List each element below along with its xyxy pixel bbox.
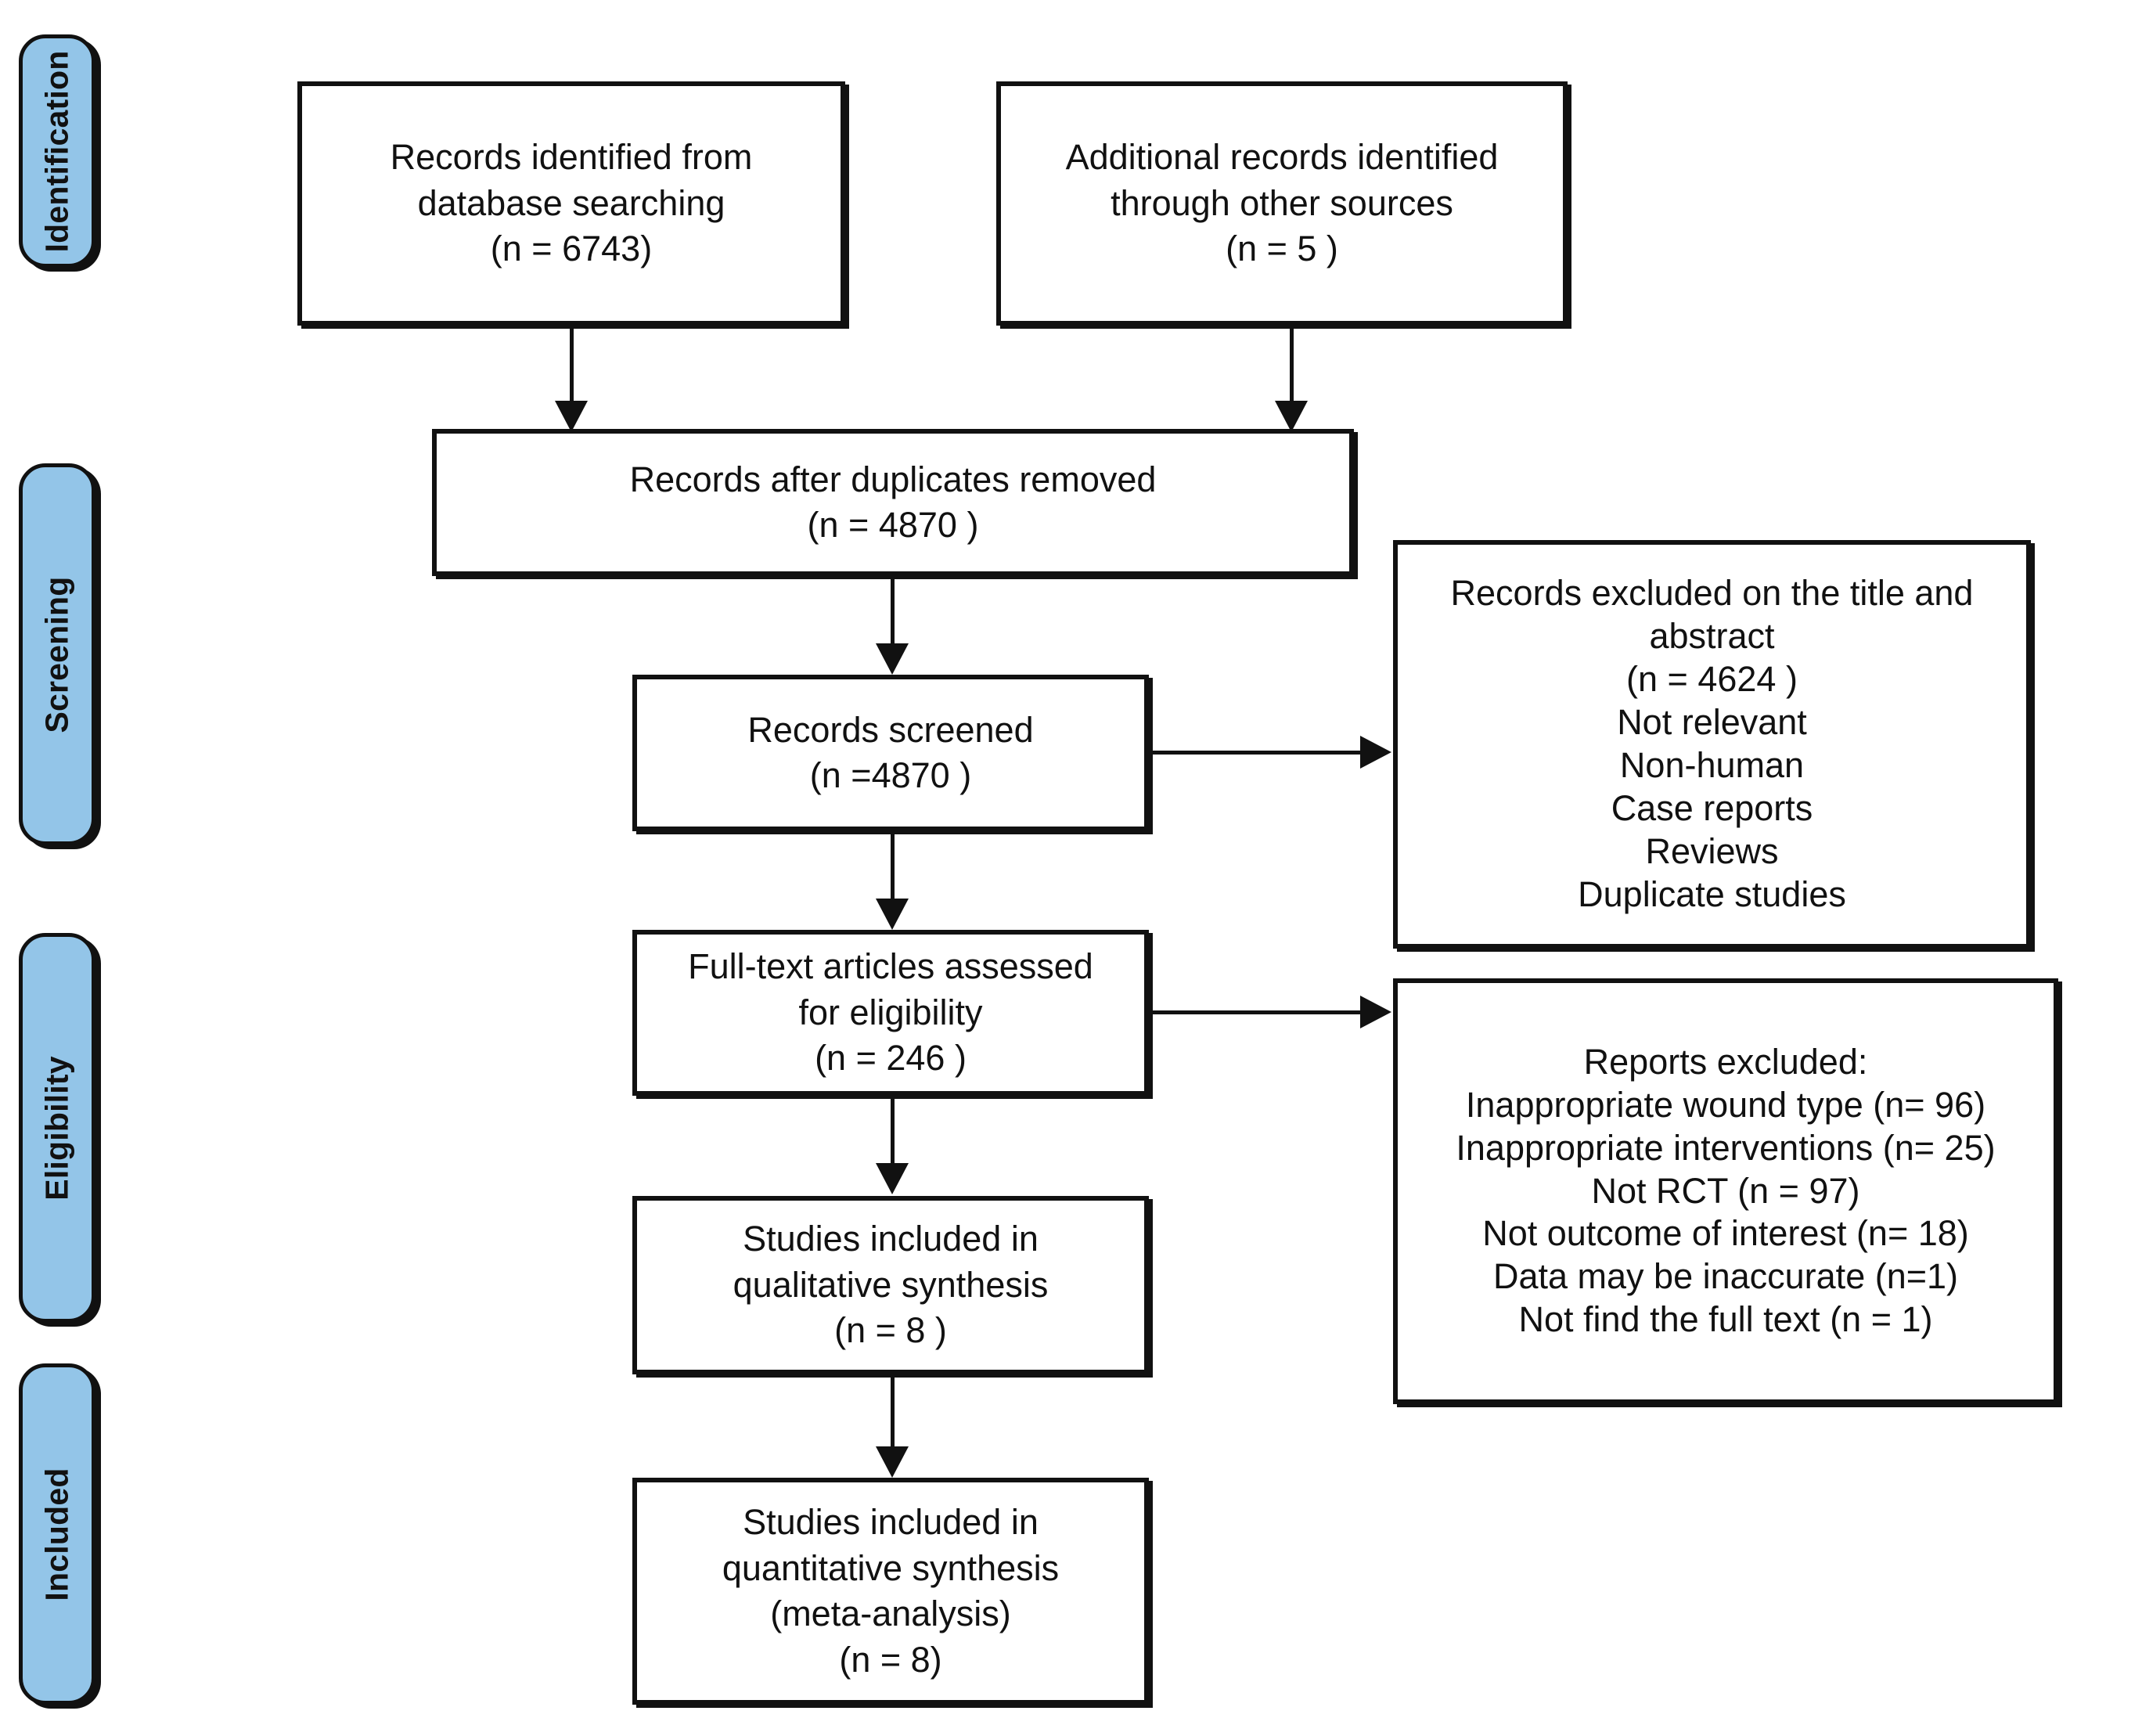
node-other-records: Additional records identified through ot… bbox=[996, 81, 1568, 326]
node-after-duplicates-text: Records after duplicates removed (n = 48… bbox=[629, 459, 1157, 546]
arrowhead-database-to-duplicates bbox=[555, 401, 588, 432]
node-other-records-text: Additional records identified through ot… bbox=[1065, 137, 1499, 269]
node-fulltext-assessed: Full-text articles assessed for eligibil… bbox=[632, 930, 1149, 1096]
stage-tab-screening: Screening bbox=[19, 463, 95, 845]
node-database-records-text: Records identified from database searchi… bbox=[390, 137, 753, 269]
connector-database-to-duplicates bbox=[570, 326, 574, 412]
arrowhead-screened-to-excluded bbox=[1360, 736, 1391, 769]
stage-tab-identification-label: Identification bbox=[38, 50, 75, 252]
node-reports-excluded-text: Reports excluded: Inappropriate wound ty… bbox=[1456, 1041, 1996, 1340]
connector-screened-to-excluded bbox=[1149, 751, 1362, 755]
connector-other-to-duplicates bbox=[1290, 326, 1294, 412]
arrowhead-qualitative-to-quantitative bbox=[876, 1446, 909, 1478]
node-fulltext-assessed-text: Full-text articles assessed for eligibil… bbox=[688, 946, 1093, 1079]
arrowhead-other-to-duplicates bbox=[1275, 401, 1308, 432]
stage-tab-eligibility: Eligibility bbox=[19, 933, 95, 1323]
node-records-excluded: Records excluded on the title and abstra… bbox=[1393, 540, 2031, 949]
connector-screened-to-fulltext bbox=[891, 831, 895, 919]
arrowhead-fulltext-to-reports-excluded bbox=[1360, 996, 1391, 1028]
stage-tab-identification: Identification bbox=[19, 34, 95, 268]
node-after-duplicates: Records after duplicates removed (n = 48… bbox=[432, 429, 1354, 576]
stage-tab-eligibility-label: Eligibility bbox=[38, 1055, 75, 1201]
node-quantitative-synthesis-text: Studies included in quantitative synthes… bbox=[722, 1502, 1060, 1680]
stage-tab-included: Included bbox=[19, 1363, 95, 1705]
stage-tab-screening-label: Screening bbox=[38, 575, 75, 733]
node-qualitative-synthesis-text: Studies included in qualitative synthesi… bbox=[733, 1219, 1049, 1351]
node-records-screened-text: Records screened (n =4870 ) bbox=[747, 709, 1034, 796]
node-records-excluded-text: Records excluded on the title and abstra… bbox=[1450, 573, 1974, 914]
connector-duplicates-to-screened bbox=[891, 576, 895, 664]
connector-qualitative-to-quantitative bbox=[891, 1374, 895, 1468]
node-qualitative-synthesis: Studies included in qualitative synthesi… bbox=[632, 1196, 1149, 1374]
node-database-records: Records identified from database searchi… bbox=[297, 81, 845, 326]
arrowhead-fulltext-to-qualitative bbox=[876, 1163, 909, 1194]
node-records-screened: Records screened (n =4870 ) bbox=[632, 675, 1149, 831]
node-quantitative-synthesis: Studies included in quantitative synthes… bbox=[632, 1478, 1149, 1705]
connector-fulltext-to-reports-excluded bbox=[1149, 1010, 1362, 1014]
stage-tab-included-label: Included bbox=[38, 1467, 75, 1601]
node-reports-excluded: Reports excluded: Inappropriate wound ty… bbox=[1393, 978, 2058, 1404]
connector-fulltext-to-qualitative bbox=[891, 1096, 895, 1183]
arrowhead-duplicates-to-screened bbox=[876, 643, 909, 675]
arrowhead-screened-to-fulltext bbox=[876, 899, 909, 930]
